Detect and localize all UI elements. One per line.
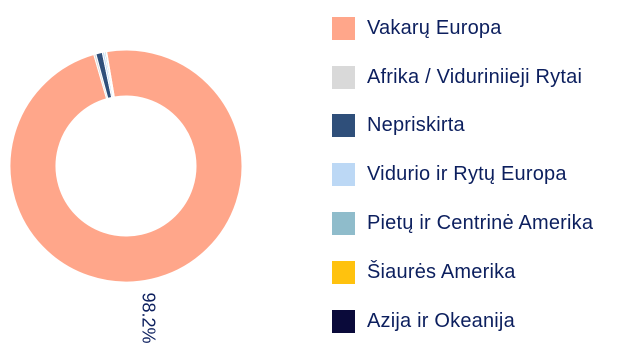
donut-slice-0 [9, 49, 243, 283]
legend-item: Vidurio ir Rytų Europa [332, 150, 593, 199]
legend-item: Šiaurės Amerika [332, 248, 593, 297]
legend-item: Pietų ir Centrinė Amerika [332, 199, 593, 248]
donut-slice-6 [105, 51, 115, 98]
legend-item: Nepriskirta [332, 102, 593, 151]
donut-chart: 98.2% [9, 49, 243, 344]
donut-slices [9, 49, 243, 283]
legend-label: Šiaurės Amerika [367, 260, 516, 283]
legend-item: Azija ir Okeanija [332, 297, 593, 346]
legend-label: Vidurio ir Rytų Europa [367, 163, 567, 186]
legend-item: Vakarų Europa [332, 4, 593, 53]
legend-swatch [332, 114, 355, 138]
legend-label: Afrika / Viduriniieji Rytai [367, 65, 583, 88]
legend-label: Azija ir Okeanija [367, 309, 515, 332]
legend-swatch [332, 163, 355, 187]
legend-swatch [332, 65, 355, 89]
legend-item: Afrika / Viduriniieji Rytai [332, 53, 593, 102]
data-label-0: 98.2% [138, 292, 158, 343]
data-labels: 98.2% [138, 292, 158, 343]
legend-label: Pietų ir Centrinė Amerika [367, 212, 594, 235]
legend-label: Vakarų Europa [367, 16, 502, 39]
legend-swatch [332, 260, 355, 284]
legend-swatch [332, 309, 355, 333]
legend-swatch [332, 16, 355, 40]
legend-swatch [332, 212, 355, 236]
legend-label: Nepriskirta [367, 114, 465, 137]
